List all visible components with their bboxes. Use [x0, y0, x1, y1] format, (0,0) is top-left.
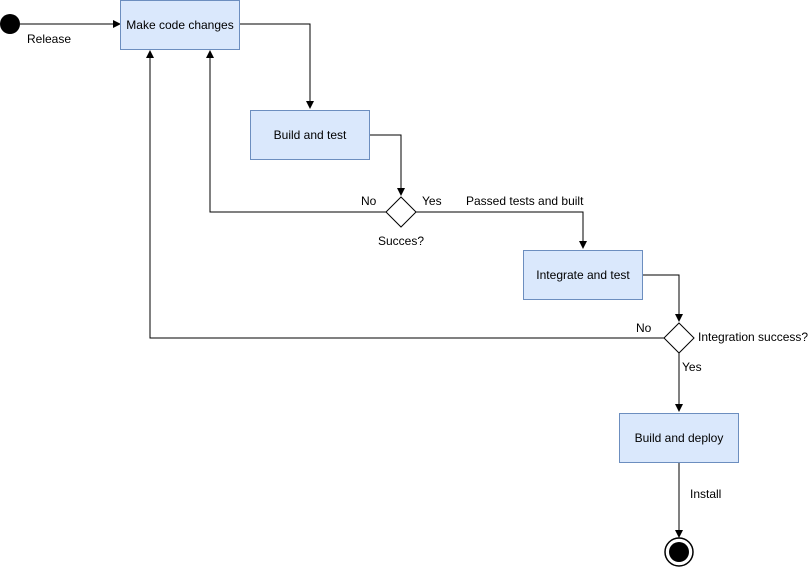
node-make-code-changes: Make code changes	[120, 0, 240, 50]
decision-success-label: Succes?	[378, 234, 425, 248]
start-label: Release	[27, 32, 72, 46]
edge-decision-2-no-to-make-changes	[146, 50, 664, 339]
node-integrate-and-test: Integrate and test	[523, 250, 643, 300]
edge-label-yes-2: Yes	[682, 360, 702, 374]
edge-label-passed: Passed tests and built	[466, 194, 584, 208]
edge-decision-no-to-make-changes	[206, 50, 386, 213]
end-node-inner	[669, 542, 689, 562]
node-make-code-changes-label: Make code changes	[126, 18, 234, 32]
edge-label-install: Install	[690, 487, 722, 501]
decision-integration-success-label: Integration success?	[698, 330, 809, 344]
node-build-and-test-label: Build and test	[273, 128, 347, 142]
edge-label-yes-1: Yes	[422, 194, 442, 208]
edge-make-changes-to-build-test	[240, 23, 314, 109]
edge-label-no-2: No	[636, 321, 652, 335]
node-build-and-test: Build and test	[250, 110, 370, 160]
edge-label-no-1: No	[361, 194, 377, 208]
node-build-and-deploy-label: Build and deploy	[634, 431, 724, 445]
edge-integrate-to-decision-2	[643, 274, 683, 322]
decision-success	[385, 196, 417, 228]
node-build-and-deploy: Build and deploy	[619, 413, 739, 463]
edge-build-test-to-decision	[370, 134, 405, 196]
node-integrate-and-test-label: Integrate and test	[536, 268, 630, 282]
start-node	[0, 14, 20, 34]
decision-integration-success	[663, 322, 695, 354]
edge-decision-yes-to-integrate	[416, 211, 587, 249]
